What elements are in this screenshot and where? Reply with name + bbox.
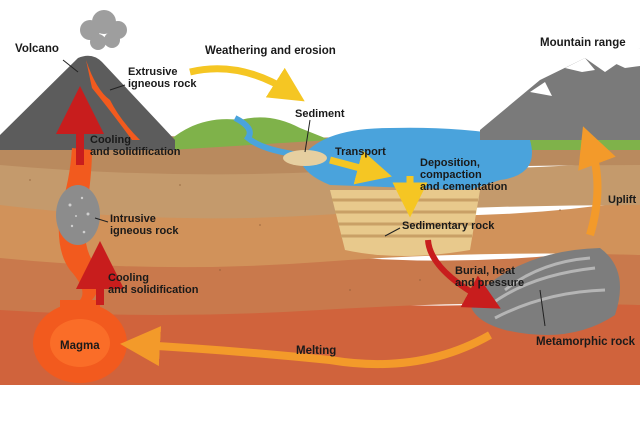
intrusive-texture: [68, 196, 90, 234]
intrusive-rock-body: [56, 185, 100, 245]
label-uplift: Uplift: [608, 194, 637, 206]
label-cooling-upper: Cooling and solidification: [90, 134, 181, 158]
label-metamorphic-rock: Metamorphic rock: [536, 336, 636, 348]
river: [233, 115, 301, 158]
label-magma: Magma: [60, 340, 100, 352]
pointer-lines: [62, 59, 546, 327]
transport-arrow: [329, 150, 392, 185]
label-weathering-and-erosion: Weathering and erosion: [205, 45, 336, 57]
label-sedimentary-rock: Sedimentary rock: [402, 220, 495, 232]
uplift-arrow: [578, 126, 616, 237]
label-extrusive-igneous-rock: Extrusive igneous rock: [128, 66, 197, 90]
label-transport: Transport: [335, 146, 386, 158]
label-volcano: Volcano: [15, 43, 59, 55]
label-burial-heat-pressure: Burial, heat and pressure: [455, 265, 525, 289]
label-mountain-range: Mountain range: [540, 37, 626, 49]
weathering-arrow: [189, 65, 305, 102]
mountain-range-drawing: [480, 48, 640, 140]
melting-arrow: [120, 326, 492, 369]
label-deposition: Deposition, compaction and cementation: [420, 157, 508, 193]
label-sediment: Sediment: [295, 108, 345, 120]
label-cooling-lower: Cooling and solidification: [108, 272, 199, 296]
smoke-cloud: [80, 10, 127, 50]
label-intrusive-igneous-rock: Intrusive igneous rock: [110, 213, 179, 237]
sediment-pile: [283, 150, 327, 166]
burial-arrow: [425, 239, 501, 309]
label-melting: Melting: [296, 345, 337, 357]
